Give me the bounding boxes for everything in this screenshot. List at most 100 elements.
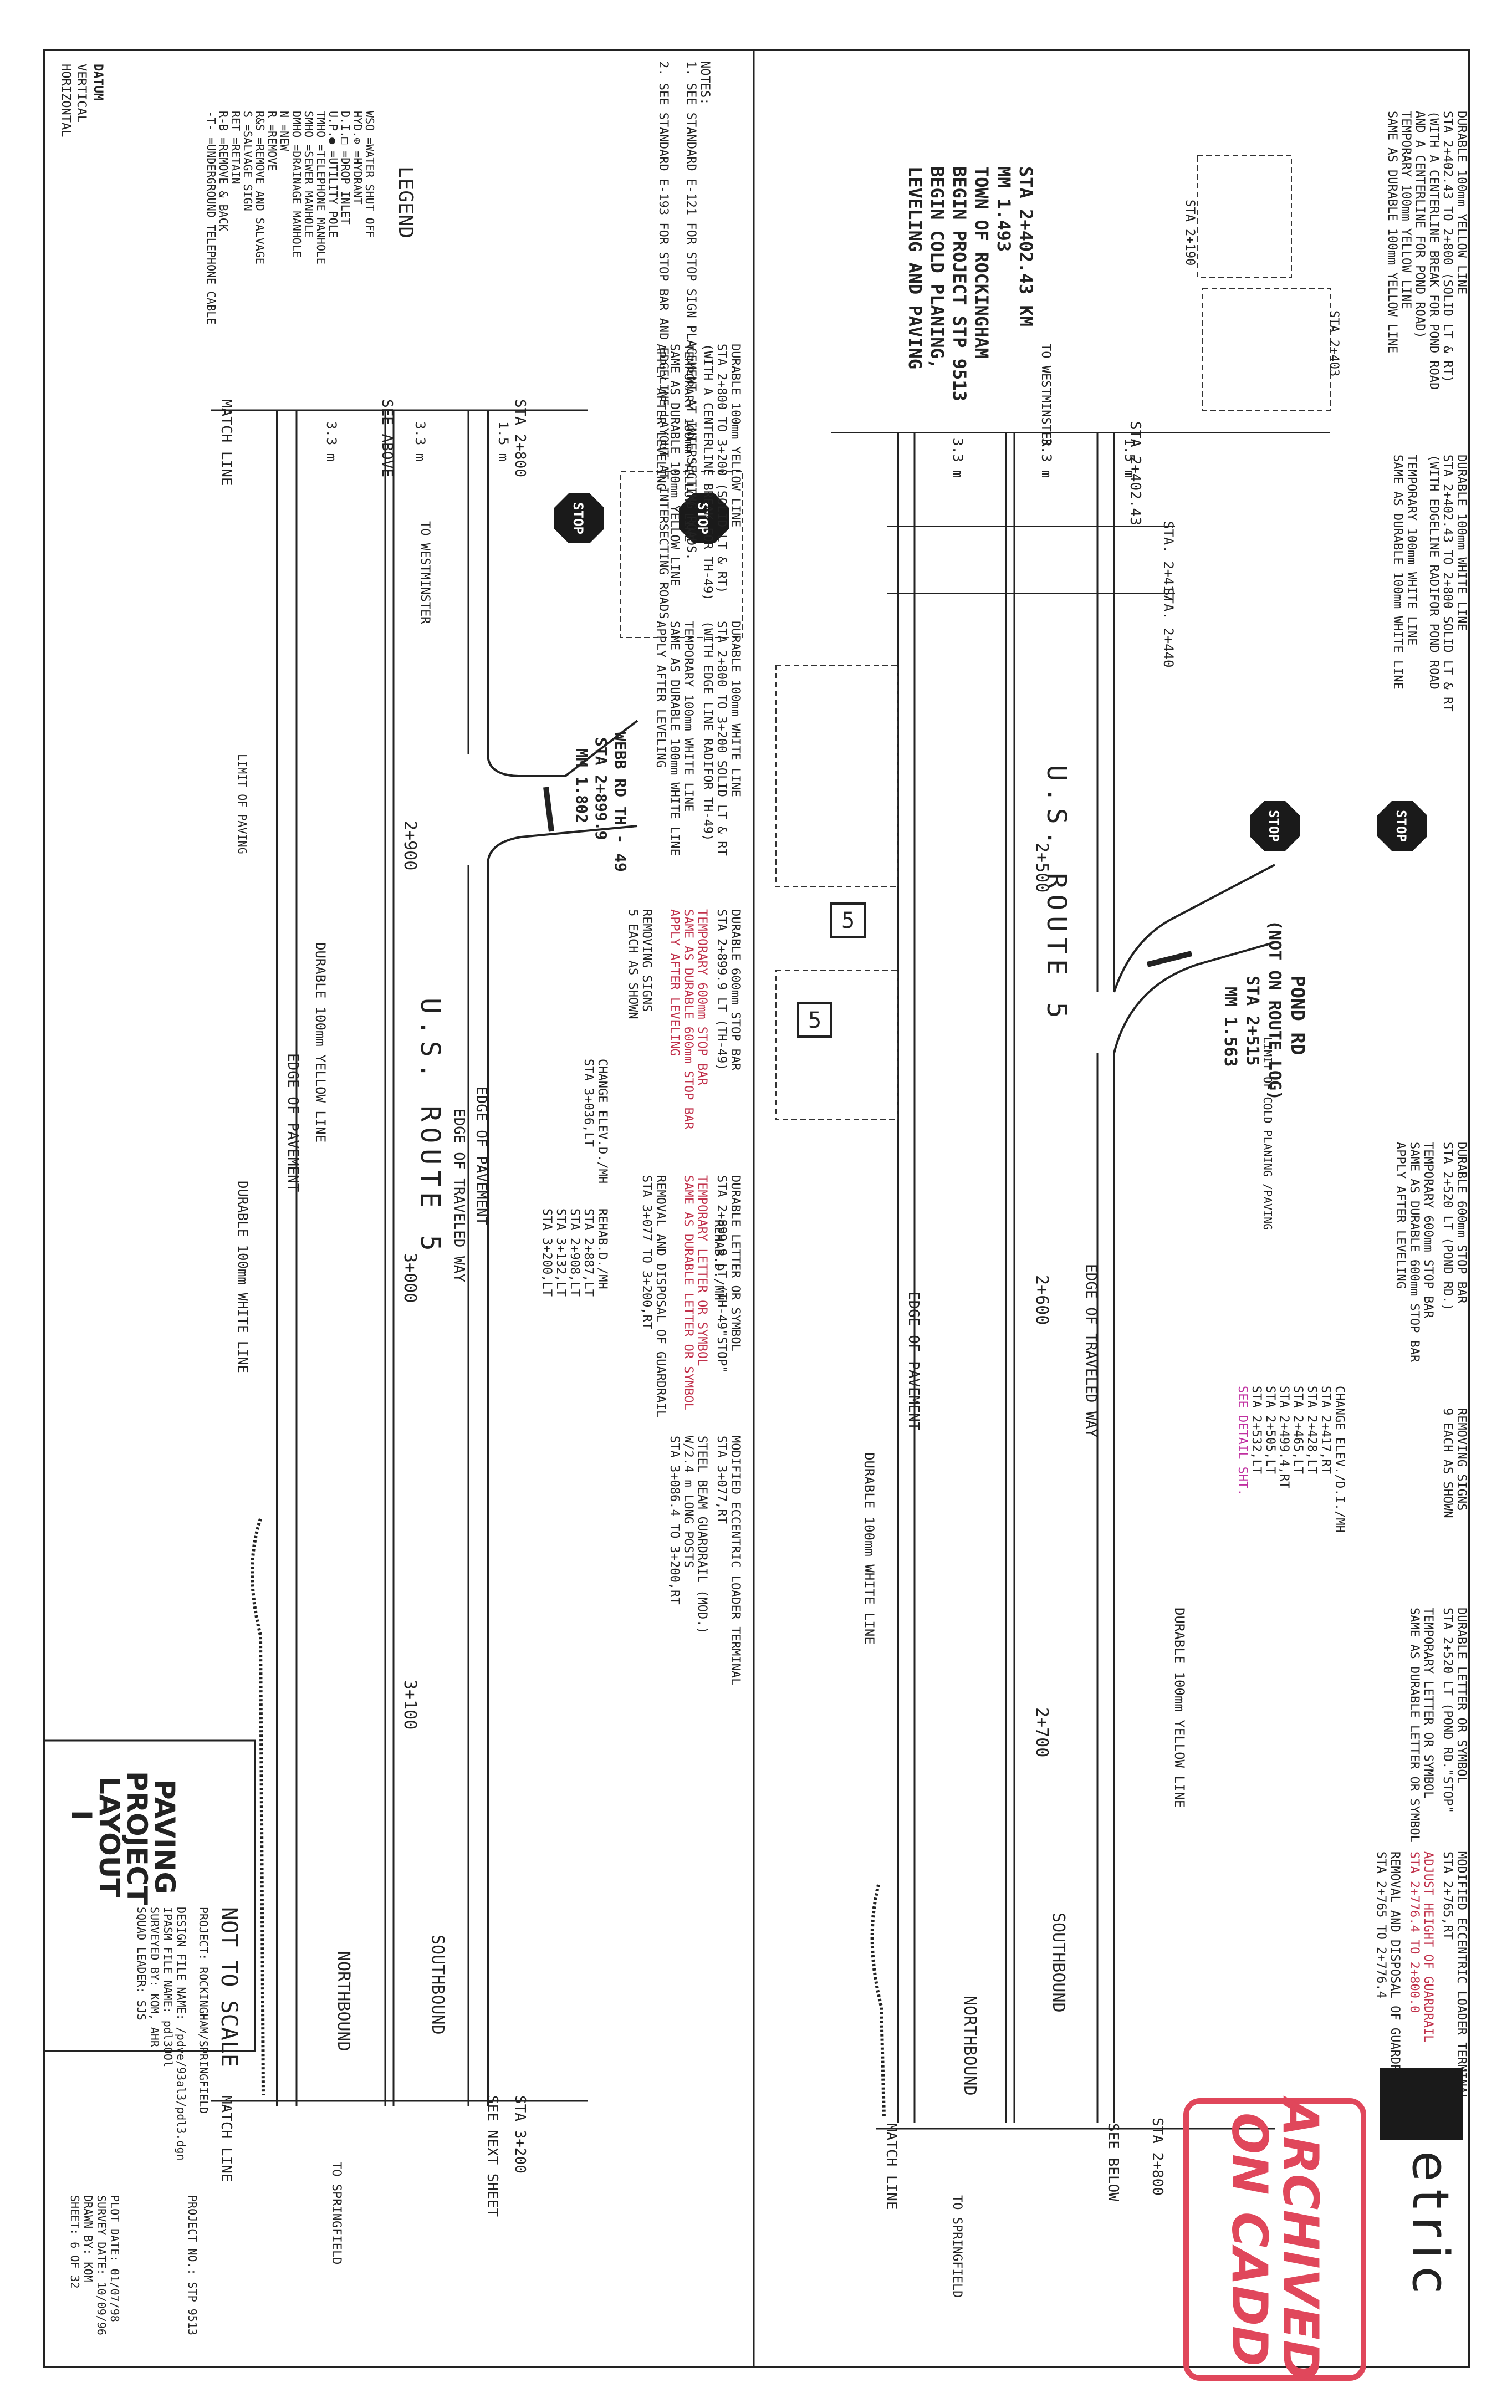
us5-label-upper: U.S. ROUTE 5	[1041, 765, 1072, 1024]
callout-bottom-3: DURABLE 600mm STOP BAR STA 2+899.9 LT (T…	[626, 909, 742, 1130]
callout-bottom-2: DURABLE 100mm WHITE LINE STA 2+800 TO 3+…	[653, 621, 742, 856]
pond-road-curve-a	[1113, 864, 1275, 993]
callout-bottom-5-l0: MODIFIED ECCENTRIC LOADER TERMINAL	[728, 1436, 742, 1685]
see-above: SEE ABOVE	[379, 399, 395, 477]
rehab-block-2: REHAB.D./MH STA 2+887,LT STA 2+908,LT ST…	[540, 1208, 609, 1297]
see-next-sheet: SEE NEXT SHEET	[484, 2095, 500, 2217]
change-elev2-l1: STA 3+036,LT	[581, 1059, 595, 1147]
callout-bottom-3-l6: 5 EACH AS SHOWN	[626, 909, 640, 1019]
rehab2-l3: STA 3+132,LT	[554, 1208, 568, 1297]
callout-right-3-l3: STA 2+776.4 TO 2+800.0	[1407, 1851, 1421, 2013]
stop-sign-4: STOP	[679, 493, 729, 543]
stop-bar-pond	[1146, 951, 1193, 967]
station-2500: 2+500	[1032, 843, 1051, 892]
callout-bottom-4-l1: STA 2+899.9 LT (TH-49"STOP"	[714, 1175, 728, 1374]
rehab-title: REHAB.D./MH	[712, 1220, 726, 1300]
datum-vertical: VERTICAL	[74, 64, 88, 123]
stop-bar-webb	[543, 787, 554, 832]
sign-group-5	[620, 471, 743, 638]
change-elev2-l0: CHANGE ELEV.D./MH	[595, 1059, 609, 1183]
stop-sign-1-label: STOP	[1266, 810, 1281, 842]
sheet-title-4: I	[65, 1810, 98, 1820]
stamp-line-1: ARCHIVED	[1272, 2098, 1330, 2381]
datum-horizontal: HORIZONTAL	[59, 64, 73, 137]
edge-pavement-upper: EDGE OF PAVEMENT	[905, 1292, 922, 1431]
callout-top-1-l4: TEMPORARY 100mm YELLOW LINE	[1399, 111, 1413, 309]
tb-survey: SURVEYED BY: KOM, AHR	[148, 1907, 161, 2048]
callout-right-3-l4: REMOVAL AND DISPOSAL OF GUARDRAIL	[1388, 1851, 1402, 2094]
match-line-lower-2: MATCH LINE	[218, 2095, 234, 2182]
callout-right-2-l5: SAME AS DURABLE LETTER OR SYMBOL	[1407, 1608, 1421, 1843]
stop-sign-3: STOP	[554, 493, 604, 543]
to-springfield-lower: TO SPRINGFIELD	[329, 2162, 343, 2264]
archived-stamp: ARCHIVED ON CADD	[1183, 2098, 1366, 2381]
callout-top-1-l5: SAME AS DURABLE 100mm YELLOW LINE	[1385, 111, 1399, 353]
pond-road-label: POND RD	[1286, 976, 1309, 1055]
callout-right-1-l0: DURABLE 600mm STOP BAR	[1454, 1142, 1468, 1304]
southbound-lower: SOUTHBOUND	[428, 1935, 447, 2035]
change-elev-l6: STA 2+532,LT	[1249, 1386, 1263, 1474]
sta-2800-bottom: STA 2+800	[512, 399, 528, 477]
legend-item-2: D.I.□ =DROP INLET	[339, 111, 352, 225]
edge-traveled-lower: EDGE OF TRAVELED WAY	[451, 1109, 467, 1282]
tb-squad: SQUAD LEADER: SJS	[135, 1907, 148, 2021]
edge-traveled-upper: EDGE OF TRAVELED WAY	[1082, 1264, 1099, 1437]
callout-bottom-2-l4: SAME AS DURABLE 100mm WHITE LINE	[667, 621, 681, 856]
callout-top-1-l1: STA 2+402.43 TO 2+800 (SOLID LT & RT)	[1441, 111, 1454, 382]
station-2900: 2+900	[400, 820, 420, 870]
sta-2402-43: STA 2+402.43	[1127, 421, 1143, 526]
stamp-line-2: ON CADD	[1221, 2113, 1278, 2366]
sheet-border	[43, 49, 1470, 2368]
rehab2-l1: STA 2+887,LT	[581, 1208, 595, 1297]
route5-shield-2: 5	[797, 1002, 832, 1038]
legend-item-8: R =REMOVE	[265, 111, 279, 171]
callout-right-2-l3: STA 2+520 LT (POND RD."STOP"	[1441, 1608, 1454, 1813]
callout-bottom-5-l1: STA 3+077,RT	[714, 1436, 728, 1524]
match-line-upper: MATCH LINE	[883, 2123, 900, 2210]
sta-2417: STA. 2+417	[1161, 521, 1176, 601]
pond-road-curve-b	[1113, 941, 1275, 1054]
callout-bottom-1-l2: (WITH A CENTERLINE BREAK FOR TH-49)	[701, 344, 714, 601]
change-elev-l4: STA 2+499.4,RT	[1277, 1386, 1291, 1488]
limit-paving-label: LIMIT OF PAVING	[236, 754, 249, 854]
callout-right-1-l4: APPLY AFTER LEVELING	[1393, 1142, 1407, 1289]
legend-block: LEGEND WSO =WATER SHUT OFF HYD.⊕ =HYDRAN…	[205, 111, 417, 324]
callout-right-1-l2: TEMPORARY 600mm STOP BAR	[1421, 1142, 1435, 1319]
rehab2-l4: STA 3+200,LT	[540, 1208, 554, 1297]
legend-item-1: HYD.⊕ =HYDRANT	[351, 111, 364, 205]
durable-white-upper: DURABLE 100mm WHITE LINE	[861, 1452, 877, 1645]
legend-item-5: SMHO =SEWER MANHOLE	[302, 111, 315, 238]
station-2700: 2+700	[1032, 1707, 1051, 1757]
change-elev-l1: STA 2+417,RT	[1319, 1386, 1332, 1474]
callout-top-1: DURABLE 100mm YELLOW LINE STA 2+402.43 T…	[1385, 111, 1468, 390]
legend-item-0: WSO =WATER SHUT OFF	[363, 111, 376, 238]
legend-item-10: S =SALVAGE SIGN	[241, 111, 254, 211]
pond-road-sub: (NOT ON ROUTE LOG)	[1265, 920, 1284, 1100]
callout-right-3-l1: STA 2+765,RT	[1441, 1851, 1454, 1940]
to-springfield-upper: TO SPRINGFIELD	[950, 2195, 964, 2298]
rotated-text: U.S. ROUTE 5 U.S. ROUTE 5 POND RD (NOT O…	[43, 61, 1468, 2335]
legend-item-7: N =NEW	[278, 111, 291, 151]
shoulder-width-2: 1.5 m	[496, 421, 511, 461]
callout-right-2-l4: TEMPORARY LETTER OR SYMBOL	[1421, 1608, 1435, 1798]
callout-top-1-l2: (WITH A CENTERLINE BREAK FOR POND ROAD	[1427, 111, 1441, 390]
change-elev-block-2: CHANGE ELEV.D./MH STA 3+036,LT	[581, 1059, 609, 1183]
callout-right-2-l0: REMOVING SIGNS	[1454, 1408, 1468, 1511]
station-3000: 3+000	[400, 1253, 420, 1303]
durable-white-lower: DURABLE 100mm WHITE LINE	[235, 1181, 251, 1373]
title-block-frame	[43, 1739, 256, 2052]
tb-project-no: PROJECT NO.: STP 9513	[186, 2195, 199, 2335]
pond-road-mm: MM 1.563	[1220, 987, 1240, 1067]
callout-right-3-l2: ADJUST HEIGHT OF GUARDRAIL	[1421, 1851, 1435, 2042]
callout-top-1-l3: AND A CENTERLINE FOR POND ROAD)	[1413, 111, 1427, 339]
datum-block: DATUM VERTICAL HORIZONTAL	[59, 64, 105, 137]
callout-bottom-1-l3: TEMPORARY 100mm YELLOW LINE	[681, 344, 695, 542]
callout-right-2: REMOVING SIGNS 9 EACH AS SHOWN DURABLE L…	[1407, 1408, 1468, 1843]
callout-bottom-2-l5: APPLY AFTER LEVELING	[653, 621, 667, 768]
callout-bottom-4: DURABLE LETTER OR SYMBOL STA 2+899.9 LT …	[640, 1175, 742, 1417]
tb-ipasm: IPASM FILE NAME: pdl3OOl	[161, 1907, 175, 2067]
shoulder-width-1: 1.5 m	[1122, 438, 1137, 478]
sheet-title-3: LAYOUT	[93, 1777, 125, 1897]
datum-title: DATUM	[91, 64, 105, 100]
callout-top-1-l0: DURABLE 100mm YELLOW LINE	[1454, 111, 1468, 294]
